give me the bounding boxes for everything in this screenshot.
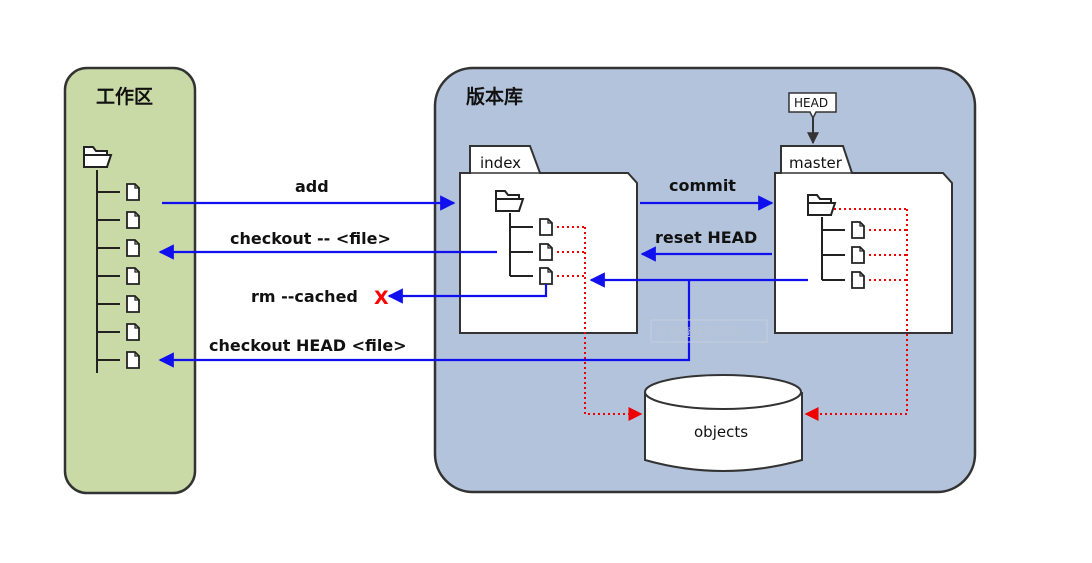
master-box: master xyxy=(774,145,953,334)
file-icon xyxy=(539,243,553,261)
file-icon xyxy=(126,211,140,229)
rm-cached-label: rm --cached xyxy=(251,287,358,306)
workspace-file-tree xyxy=(83,146,140,373)
watermark: 点击查看原网页 xyxy=(650,319,768,343)
file-icon xyxy=(126,183,140,201)
file-icon xyxy=(126,239,140,257)
file-icon xyxy=(126,323,140,341)
file-icon xyxy=(126,295,140,313)
file-icon xyxy=(126,267,140,285)
watermark-text: 点击查看原网页 xyxy=(656,325,740,339)
checkout-head-file-arrow xyxy=(158,280,691,368)
file-icon xyxy=(851,271,865,289)
index-box: index xyxy=(459,145,638,334)
file-icon xyxy=(126,351,140,369)
rm-cached-arrow xyxy=(387,284,548,304)
folder-icon xyxy=(807,194,836,216)
rm-cached-cross-mark: X xyxy=(374,287,389,309)
reset-head-label: reset HEAD xyxy=(655,228,757,247)
folder-icon xyxy=(83,146,112,168)
objects-store: objects xyxy=(644,374,803,472)
command-arrows xyxy=(158,195,808,368)
file-icon xyxy=(851,246,865,264)
master-tab-label: master xyxy=(789,154,843,172)
repository-title: 版本库 xyxy=(466,85,523,108)
file-icon xyxy=(539,218,553,236)
index-tab-label: index xyxy=(480,154,521,172)
file-icon xyxy=(539,267,553,285)
file-icon xyxy=(851,221,865,239)
head-pointer: HEAD xyxy=(788,92,837,145)
workspace-title: 工作区 xyxy=(96,85,153,108)
commit-label: commit xyxy=(669,176,736,195)
object-links xyxy=(557,208,908,414)
objects-label: objects xyxy=(694,423,748,441)
workspace-panel: 工作区 xyxy=(63,66,197,495)
checkout-file-label: checkout -- <file> xyxy=(230,229,391,248)
folder-icon xyxy=(495,190,524,212)
checkout-head-file-label: checkout HEAD <file> xyxy=(209,336,407,355)
add-label: add xyxy=(295,177,329,196)
head-tag-label: HEAD xyxy=(794,96,828,110)
